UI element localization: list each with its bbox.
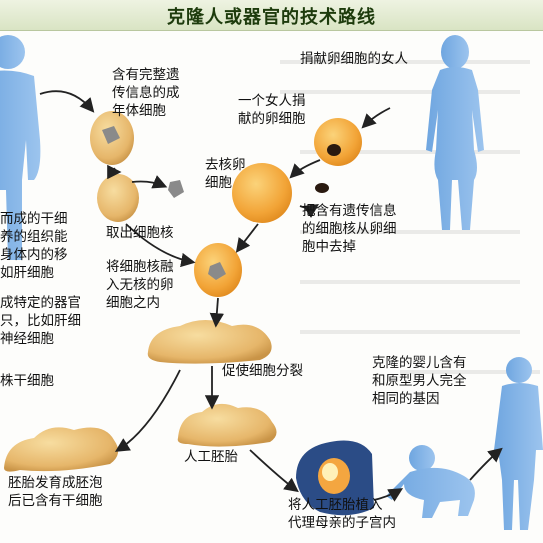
blastocyst (4, 427, 119, 472)
background-texture (280, 60, 540, 374)
label-one-egg: 一个女人捐 献的卵细胞 (238, 93, 306, 127)
label-extract-nucleus: 取出细胞核 (106, 225, 174, 241)
label-left-text-2: 成特定的器官 只，比如肝细 神经细胞 (0, 295, 81, 347)
clone-baby-figure (386, 445, 475, 518)
label-donor-woman: 捐献卵细胞的女人 (300, 51, 408, 67)
adult-body-cell (90, 111, 134, 165)
donated-egg-cell (314, 118, 362, 166)
label-implant: 将人工胚胎植入 代理母亲的子宫内 (288, 497, 396, 531)
clone-man-figure (494, 357, 543, 530)
label-adult-cell: 含有完整遗 传信息的成 年体细胞 (112, 67, 180, 119)
dividing-cell-mass (147, 320, 272, 364)
title-bar: 克隆人或器官的技术路线 (0, 0, 543, 31)
label-artificial-embryo: 人工胚胎 (184, 449, 238, 465)
extracted-cell (97, 174, 139, 222)
label-stem-cells: 株干细胞 (0, 373, 54, 389)
fused-egg-cell (194, 243, 242, 297)
label-clone-baby: 克隆的婴儿含有 和原型男人完全 相同的基因 (372, 355, 467, 407)
label-remove-nucleus: 把含有遗传信息 的细胞核从卵细 胞中去掉 (302, 203, 397, 255)
label-left-text-1: 而成的干细 养的组织能 身体内的移 如肝细胞 (0, 211, 68, 281)
label-division: 促使细胞分裂 (222, 363, 303, 379)
removed-nucleus (315, 183, 329, 193)
diagram-art (0, 35, 543, 530)
woman-figure (426, 35, 484, 230)
man-figure (0, 35, 41, 260)
enucleated-egg-cell (232, 163, 292, 223)
artificial-embryo (177, 403, 277, 447)
extracted-nucleus (168, 180, 184, 198)
label-enucleated: 去核卵 细胞 (205, 157, 246, 191)
label-blastocyst: 胚胎发育成胚泡 后已含有干细胞 (8, 475, 103, 509)
label-fuse-nucleus: 将细胞核融 入无核的卵 细胞之内 (106, 259, 174, 311)
page-title: 克隆人或器官的技术路线 (167, 7, 376, 28)
uterus-illustration (296, 440, 374, 516)
flow-arrows (39, 90, 503, 502)
